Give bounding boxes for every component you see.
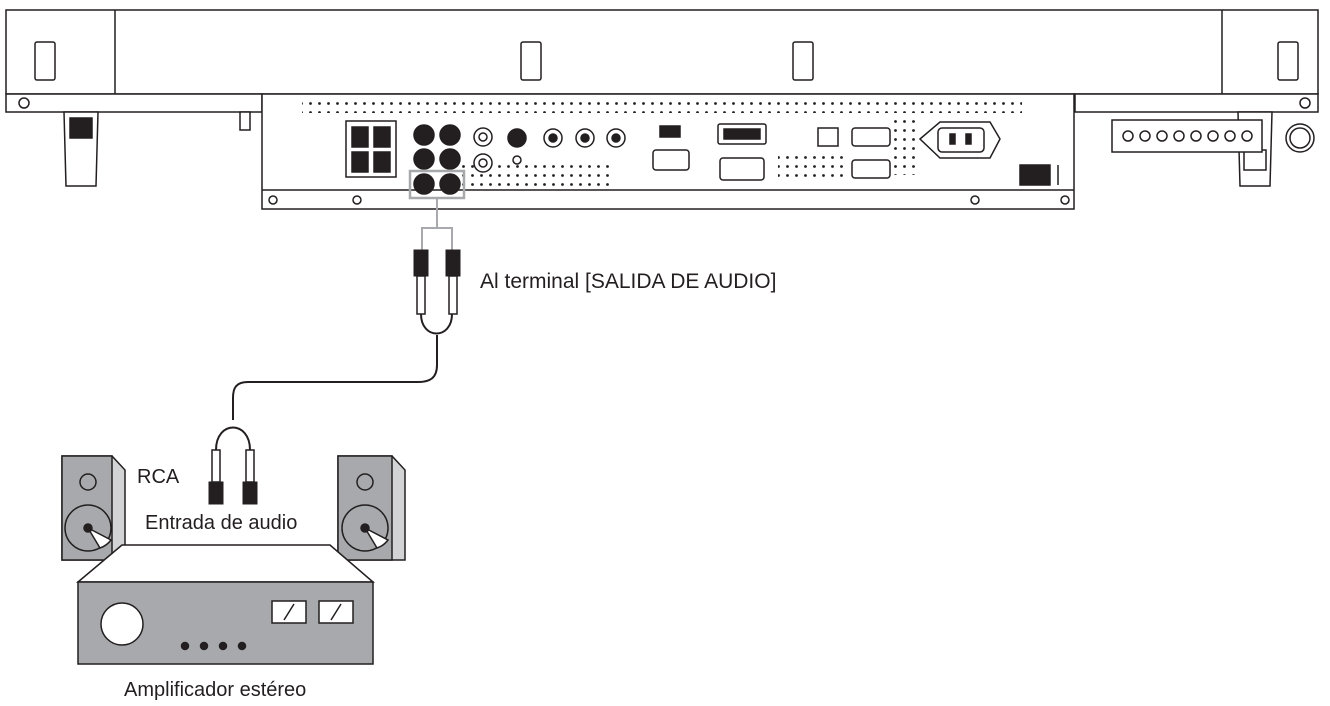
io-connectors (268, 119, 1315, 205)
rca-label: RCA (137, 466, 180, 488)
audio-input-label: Entrada de audio (145, 512, 298, 534)
vent-grilles (302, 97, 1022, 187)
terminal-label: Al terminal [SALIDA DE AUDIO] (480, 270, 777, 293)
left-speaker (61, 455, 126, 561)
stereo-amplifier (75, 544, 376, 665)
rca-cable (208, 198, 461, 505)
amplifier-label: Amplificador estéreo (124, 679, 307, 701)
right-speaker (337, 455, 406, 561)
